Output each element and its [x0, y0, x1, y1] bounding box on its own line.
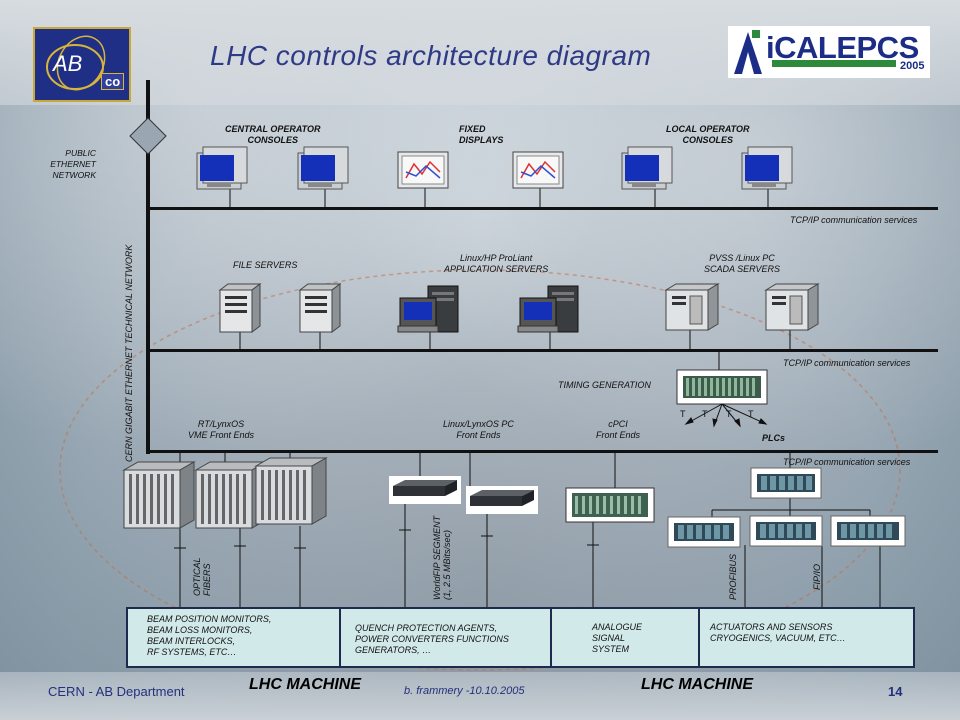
ab-logo-co: co	[101, 73, 125, 90]
file-server-icon	[298, 283, 342, 333]
equipment-col4: ACTUATORS AND SENSORS CRYOGENICS, VACUUM…	[710, 622, 846, 643]
icalepcs-year: 2005	[900, 60, 925, 72]
vme-crate-icon	[254, 457, 328, 525]
equipment-col3: ANALOGUE SIGNAL SYSTEM	[592, 622, 643, 654]
equipment-col2: QUENCH PROTECTION AGENTS, POWER CONVERTE…	[355, 623, 509, 655]
rack-pc-icon	[466, 486, 538, 514]
chart-display-icon	[397, 151, 449, 189]
scada-server-icon	[664, 283, 720, 331]
timing-generation-label: TIMING GENERATION	[558, 380, 651, 390]
app-server-workstation-icon	[397, 285, 459, 333]
icalepcs-green-bar	[772, 60, 896, 67]
icalepcs-text: iCALEPCS	[766, 30, 919, 65]
public-network-label: PUBLIC ETHERNET NETWORK	[50, 148, 96, 180]
plc-icon	[830, 515, 906, 547]
tcpip-label-1: TCP/IP communication services	[790, 215, 918, 225]
local-consoles-label: LOCAL OPERATOR CONSOLES	[666, 124, 750, 145]
bus-tier2	[150, 349, 938, 352]
ab-logo-rings	[46, 35, 106, 91]
rack-pc-icon	[389, 476, 461, 504]
app-server-workstation-icon	[517, 285, 579, 333]
icalepcs-mark-icon	[734, 30, 762, 74]
timing-crate-icon	[676, 352, 768, 405]
monitor-icon	[741, 146, 793, 190]
file-server-icon	[218, 283, 262, 333]
equipment-divider	[550, 609, 552, 666]
equipment-box: BEAM POSITION MONITORS, BEAM LOSS MONITO…	[126, 607, 915, 668]
page-title: LHC controls architecture diagram	[210, 40, 652, 71]
technical-network-backbone	[146, 80, 150, 454]
plcs-label: PLCs	[762, 433, 786, 443]
tcpip-label-2: TCP/IP communication services	[783, 358, 911, 368]
scada-servers-label: PVSS /Linux PC SCADA SERVERS	[704, 253, 781, 274]
footer-band	[0, 672, 960, 720]
vme-frontends-label: RT/LynxOS VME Front Ends	[188, 419, 255, 440]
monitor-icon	[621, 146, 673, 190]
lhc-machine-label-right: LHC MACHINE	[641, 676, 753, 693]
ab-logo-text: AB	[53, 51, 83, 76]
monitor-icon	[297, 146, 349, 190]
profibus-label: PROFIBUS	[728, 553, 738, 600]
chart-display-icon	[512, 151, 564, 189]
vme-crate-icon	[122, 461, 196, 529]
monitor-icon	[196, 146, 248, 190]
plc-icon	[667, 516, 741, 548]
file-servers-label: FILE SERVERS	[233, 260, 298, 270]
plc-icon	[750, 467, 822, 499]
tcpip-label-3: TCP/IP communication services	[783, 457, 911, 467]
cpci-crate-icon	[565, 487, 655, 523]
cpci-frontends-label: cPCI Front Ends	[596, 419, 641, 440]
bus-tier1	[150, 207, 938, 210]
app-servers-label: Linux/HP ProLiant APPLICATION SERVERS	[444, 253, 549, 274]
timing-t-label: T	[680, 409, 686, 419]
fixed-displays-label: FIXED DISPLAYS	[459, 124, 504, 145]
timing-t-label: T	[748, 409, 754, 419]
icalepcs-logo: iCALEPCS 2005	[728, 26, 930, 78]
optical-fibers-label: OPTICAL FIBERS	[192, 557, 212, 596]
plc-icon	[749, 515, 823, 547]
equipment-divider	[698, 609, 700, 666]
lhc-machine-label-left: LHC MACHINE	[249, 676, 361, 693]
footer-department: CERN - AB Department	[48, 684, 185, 699]
network-gateway-diamond	[129, 117, 167, 155]
page-number: 14	[888, 684, 903, 699]
scada-server-icon	[764, 283, 820, 331]
timing-t-label: T	[702, 409, 708, 419]
equipment-divider	[339, 609, 341, 666]
footer-author: b. frammery -10.10.2005	[404, 685, 525, 697]
pc-frontends-label: Linux/LynxOS PC Front Ends	[443, 419, 514, 440]
bus-tier3	[150, 450, 938, 453]
worldfip-label: WorldFIP SEGMENT (1, 2.5 MBits/sec)	[432, 515, 452, 600]
fipio-label: FIP/IO	[812, 563, 822, 590]
central-consoles-label: CENTRAL OPERATOR CONSOLES	[225, 124, 321, 145]
equipment-col1: BEAM POSITION MONITORS, BEAM LOSS MONITO…	[147, 614, 272, 657]
ab-logo: AB co	[33, 27, 131, 102]
timing-t-label: T	[726, 409, 732, 419]
